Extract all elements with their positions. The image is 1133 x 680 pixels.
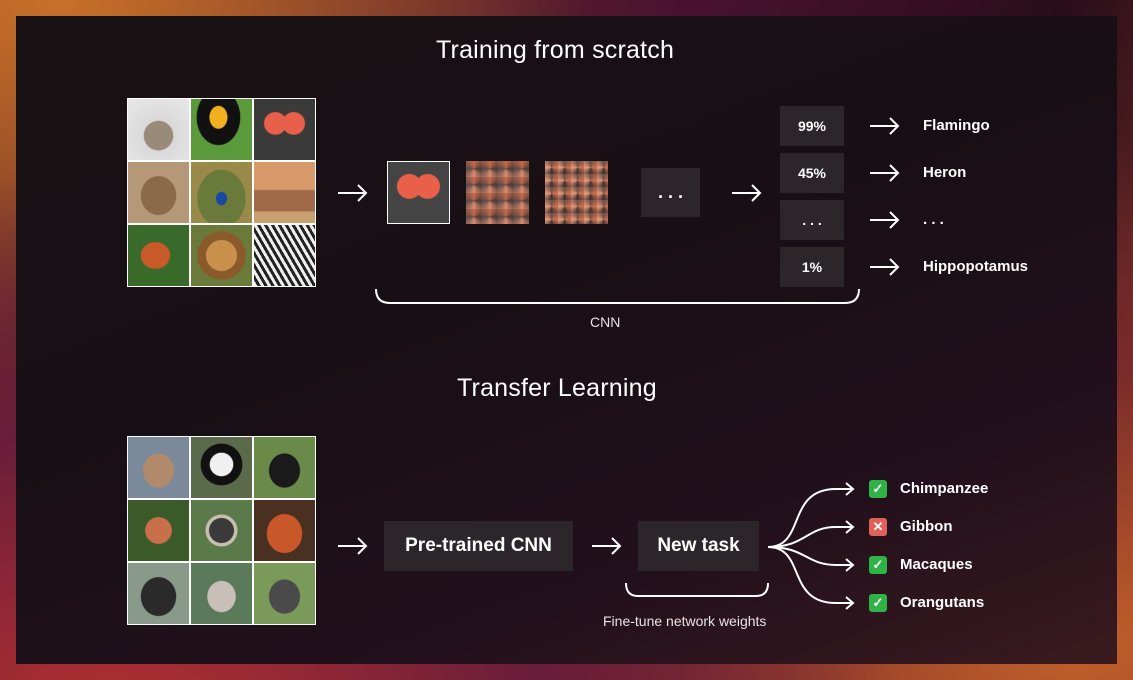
arrow-icon — [338, 184, 368, 202]
toucan-image — [191, 99, 252, 160]
animal-image-grid — [127, 98, 316, 287]
arrow-icon — [338, 537, 368, 555]
output-label-1: Flamingo — [923, 117, 990, 134]
feature-map-1 — [466, 161, 529, 224]
cross-icon: ✕ — [869, 518, 887, 536]
langur-image — [191, 500, 252, 561]
gorilla-image — [128, 563, 189, 624]
check-icon: ✓ — [869, 556, 887, 574]
peacock-image — [191, 162, 252, 223]
proboscis-monkey-image — [128, 500, 189, 561]
monkeys-image — [128, 162, 189, 223]
arrow-icon — [870, 117, 900, 135]
elephant-image — [254, 162, 315, 223]
arrow-icon — [870, 211, 900, 229]
orangutan-image — [254, 500, 315, 561]
arrow-icon — [592, 537, 622, 555]
result-label-3: Macaques — [900, 556, 973, 573]
zebras-image — [254, 225, 315, 286]
branch-arrows-icon — [767, 482, 855, 610]
macaque-image — [128, 437, 189, 498]
arrow-icon — [732, 184, 762, 202]
cnn-layers-ellipsis: . . . — [641, 168, 700, 217]
check-icon: ✓ — [869, 594, 887, 612]
hedgehog-image — [128, 99, 189, 160]
cnn-bracket — [375, 288, 860, 304]
lion-image — [191, 225, 252, 286]
output-label-2: Heron — [923, 164, 967, 181]
result-label-1: Chimpanzee — [900, 480, 989, 497]
output-percent-4: 1% — [780, 247, 844, 287]
cnn-label: CNN — [590, 314, 621, 330]
squirrel-image — [128, 225, 189, 286]
output-percent-1: 99% — [780, 106, 844, 146]
section1-title: Training from scratch — [436, 36, 675, 64]
check-icon: ✓ — [869, 480, 887, 498]
primate-image-grid — [127, 436, 316, 625]
output-percent-3: . . . — [780, 200, 844, 240]
output-label-3: . . . — [923, 211, 944, 228]
output-percent-2: 45% — [780, 153, 844, 193]
gibbon-image — [191, 563, 252, 624]
section2-title: Transfer Learning — [457, 374, 657, 402]
output-label-4: Hippopotamus — [923, 258, 1028, 275]
arrow-icon — [870, 164, 900, 182]
input-image — [387, 161, 450, 224]
flamingos-image — [254, 99, 315, 160]
pretrained-cnn-box: Pre-trained CNN — [384, 521, 573, 571]
result-label-2: Gibbon — [900, 518, 953, 535]
arrow-icon — [870, 258, 900, 276]
finetune-bracket — [625, 582, 769, 597]
panda-image — [191, 437, 252, 498]
feature-map-2 — [545, 161, 608, 224]
result-label-4: Orangutans — [900, 594, 985, 611]
finetune-label: Fine-tune network weights — [603, 613, 767, 629]
new-task-box: New task — [638, 521, 759, 571]
grey-primate-image — [254, 563, 315, 624]
chimpanzee-image — [254, 437, 315, 498]
